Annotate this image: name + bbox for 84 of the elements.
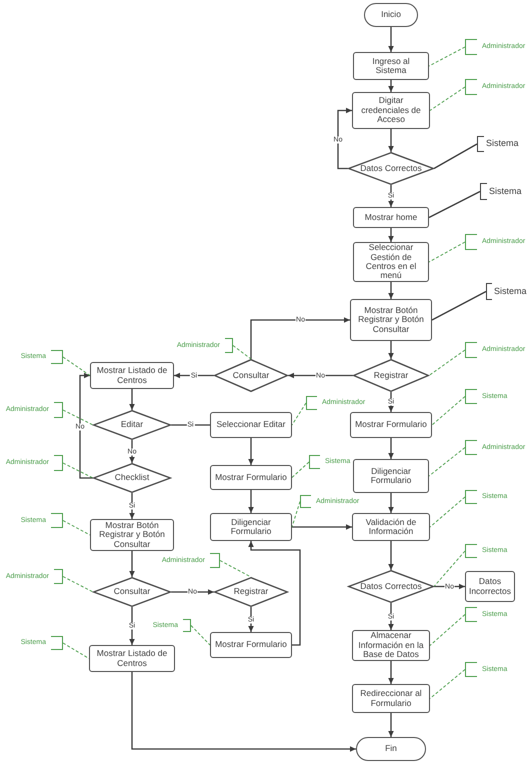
flow-arrow (129, 440, 135, 463)
flow-arrow (337, 108, 352, 170)
decision-diamond: Editar (93, 410, 171, 440)
leader-line (432, 290, 486, 321)
process-box: Mostrar Botón Registrar y Botón Consultar (90, 519, 174, 551)
leader-line (292, 462, 310, 478)
process-box: Validación de Información (352, 513, 430, 541)
leader-line (62, 356, 90, 376)
decision-diamond: Datos Correctos (348, 152, 434, 185)
leader-line (428, 447, 466, 476)
process-box: Digitar credenciales de Acceso (352, 92, 430, 129)
process-box: Mostrar Formulario (210, 465, 292, 490)
flow-arrow (388, 661, 394, 684)
leader-line (428, 242, 466, 262)
leader-line (190, 625, 210, 646)
flow-arrow (129, 607, 135, 645)
leader-line (62, 462, 94, 478)
leader-line (62, 576, 94, 592)
process-box: Mostrar Formulario (350, 412, 432, 438)
connector-line (171, 424, 210, 426)
process-box: Redireccionar al Formulario (352, 684, 430, 713)
flow-arrow (388, 341, 394, 359)
leader-line (428, 190, 480, 218)
flow-arrow (388, 438, 394, 459)
leader-line (428, 350, 466, 376)
process-box: Diligenciar Formulario (210, 513, 292, 541)
decision-diamond: Consultar (214, 359, 288, 392)
process-box: Mostrar home (353, 207, 429, 228)
leader-line (430, 614, 466, 646)
process-box: Seleccionar Editar (210, 412, 292, 438)
process-box: Mostrar Listado de Centros (89, 645, 175, 672)
annotation-callout: Sistema (486, 283, 529, 300)
flow-arrow (248, 490, 254, 513)
flow-arrow (388, 80, 394, 92)
flow-arrow (388, 541, 394, 570)
flow-arrow (129, 551, 135, 577)
leader-line (430, 669, 466, 699)
leader-line (292, 501, 300, 528)
flow-arrow (79, 372, 93, 479)
leader-line (232, 345, 252, 360)
leader-line (430, 86, 466, 111)
leader-line (62, 410, 94, 426)
flow-arrow (250, 317, 350, 359)
leader-line (434, 143, 478, 170)
flow-arrow (288, 372, 353, 378)
flow-arrow (248, 438, 254, 465)
leader-line (432, 396, 466, 426)
flow-arrow (388, 129, 394, 152)
leader-line (62, 520, 90, 536)
flow-arrow (388, 27, 394, 52)
process-box: Diligenciar Formulario (353, 459, 429, 493)
decision-diamond: Consultar (93, 577, 171, 607)
flow-arrow (292, 524, 352, 530)
process-box: Seleccionar Gestión de Centros en el menú (353, 242, 429, 282)
terminal-pill: Fin (356, 737, 426, 761)
decision-diamond: Registrar (353, 359, 429, 392)
decision-diamond: Checklist (93, 463, 171, 493)
process-box: Mostrar Botón Registrar y Botón Consultar (350, 299, 432, 341)
leader-line (62, 642, 90, 659)
flow-arrow (388, 228, 394, 242)
leader-line (434, 550, 466, 587)
flow-arrow (248, 541, 301, 646)
flow-arrow (129, 389, 135, 410)
flow-arrow (131, 672, 356, 752)
flow-arrow (248, 607, 254, 632)
leader-line (220, 560, 252, 578)
terminal-pill: Inicio (364, 3, 418, 27)
leader-line (292, 402, 306, 426)
flow-arrow (388, 493, 394, 513)
decision-diamond: Datos Correctos (348, 570, 434, 603)
process-box: Datos Incorrectos (465, 571, 515, 602)
flow-arrow (171, 589, 214, 595)
flow-arrow (388, 282, 394, 299)
decision-diamond: Registrar (214, 577, 288, 607)
flow-arrow (174, 372, 214, 378)
process-box: Ingreso al Sistema (353, 52, 429, 80)
annotation-callout: Sistema (477, 136, 521, 152)
process-box: Almacenar Información en la Base de Datos (352, 630, 430, 661)
leader-line (428, 46, 466, 66)
leader-line (430, 496, 466, 528)
process-box: Mostrar Listado de Centros (90, 362, 174, 389)
annotation-callout: Sistema (480, 183, 524, 200)
flow-arrow (388, 713, 394, 737)
process-box: Mostrar Formulario (210, 632, 292, 658)
